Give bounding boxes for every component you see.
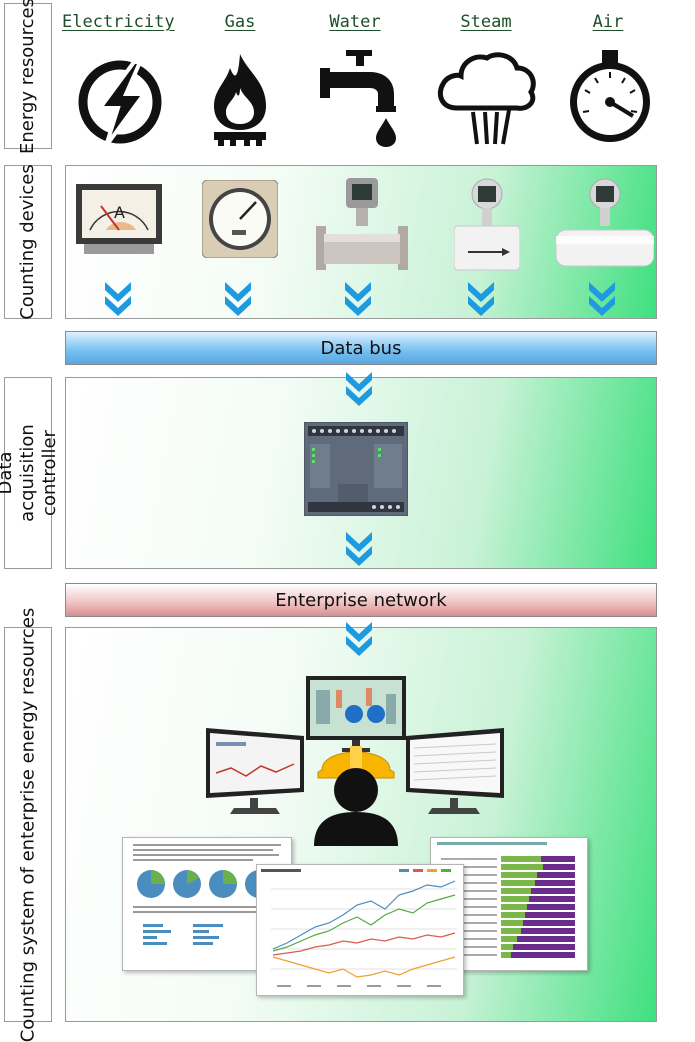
chevron-down-icon — [346, 622, 372, 656]
faucet-icon — [320, 50, 396, 147]
engineer-icon — [314, 746, 398, 846]
enterprise-network-label: Enterprise network — [275, 589, 447, 611]
chevron-down-icon — [225, 282, 251, 316]
steam-cloud-icon — [437, 52, 536, 145]
chevron-down-icon — [346, 372, 372, 406]
side-label-energy-resources: Energy resources — [4, 0, 52, 154]
resource-label-gas: Gas — [224, 12, 256, 32]
plc-controller-icon — [304, 422, 408, 516]
scada-monitor-icon — [306, 676, 406, 752]
enterprise-network-bar: Enterprise network — [65, 583, 657, 617]
water-flow-meter-icon — [316, 178, 408, 270]
side-label-counting-system: Counting system of enterprise energy res… — [4, 607, 52, 1042]
energy-resources-label: Energy resources — [17, 0, 39, 154]
resource-label-water: Water — [329, 12, 381, 32]
chevron-down-icon — [105, 282, 131, 316]
side-label-counting-devices: Counting devices — [4, 164, 52, 320]
chevron-down-icon — [468, 282, 494, 316]
side-label-data-acquisition: Data acquisition controller — [0, 377, 60, 569]
ammeter-icon: A — [76, 184, 162, 254]
data-bus-label: Data bus — [320, 337, 402, 359]
lightning-icon — [78, 60, 162, 148]
report-document-line-chart — [256, 864, 464, 996]
resource-label-electricity: Electricity — [62, 12, 175, 32]
data-bus-bar: Data bus — [65, 331, 657, 365]
chevron-down-icon — [589, 282, 615, 316]
left-monitor-icon — [206, 728, 304, 814]
ammeter-letter: A — [114, 203, 125, 222]
chevron-down-icon — [346, 532, 372, 566]
chevron-down-icon — [345, 282, 371, 316]
counting-system-label: Counting system of enterprise energy res… — [17, 607, 39, 1042]
counting-devices-label: Counting devices — [17, 164, 39, 320]
data-acquisition-label: Data acquisition controller — [0, 424, 60, 522]
resource-label-air: Air — [592, 12, 624, 32]
report-document-bars — [430, 837, 588, 971]
gas-flame-icon — [214, 54, 266, 146]
right-monitor-icon — [406, 728, 504, 814]
steam-flow-meter-icon — [454, 178, 520, 271]
gas-meter-icon — [202, 180, 278, 258]
resource-label-steam: Steam — [460, 12, 512, 32]
air-flow-meter-icon — [556, 178, 654, 267]
pressure-gauge-icon — [570, 50, 650, 142]
